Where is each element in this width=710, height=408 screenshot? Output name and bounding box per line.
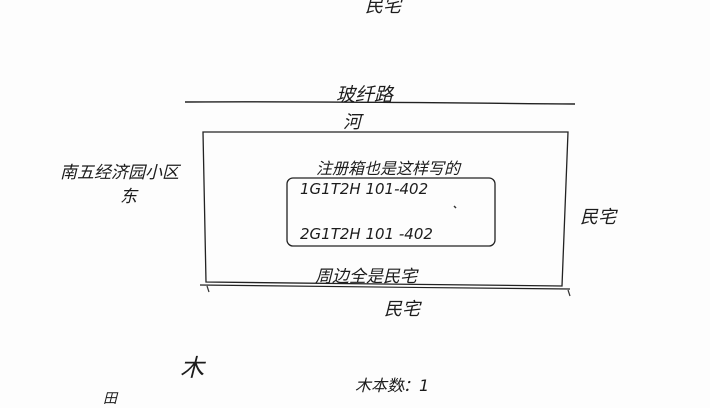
building-header-label: 注册箱也是这样写的	[316, 159, 461, 178]
tree-symbol: 木	[180, 354, 204, 382]
road-line	[184, 101, 576, 105]
bottom-neighbor-label: 民宅	[384, 299, 420, 320]
left-neighbor-label: 南五经济园小区	[60, 163, 179, 183]
building-box	[286, 177, 496, 247]
building-row-2: 2G1T2H 101 -402	[300, 225, 433, 243]
tree-count-label: 木本数：1	[355, 376, 430, 395]
site-boundary	[202, 131, 569, 287]
tick-mark	[453, 205, 457, 209]
right-neighbor-label: 民宅	[580, 207, 616, 228]
road-label: 玻纤路	[336, 84, 394, 106]
tick-mark	[206, 285, 210, 293]
tick-mark	[567, 289, 571, 297]
bottom-boundary-line	[199, 284, 571, 290]
edge-mark: 田	[103, 391, 117, 407]
surroundings-label: 周边全是民宅	[315, 267, 417, 287]
tick-mark	[401, 383, 405, 391]
river-label: 河	[343, 112, 361, 133]
building-row-1: 1G1T2H 101-402	[300, 180, 429, 198]
top-neighbor-label: 民宅	[365, 0, 401, 17]
left-neighbor-label-line2: 东	[120, 187, 137, 207]
